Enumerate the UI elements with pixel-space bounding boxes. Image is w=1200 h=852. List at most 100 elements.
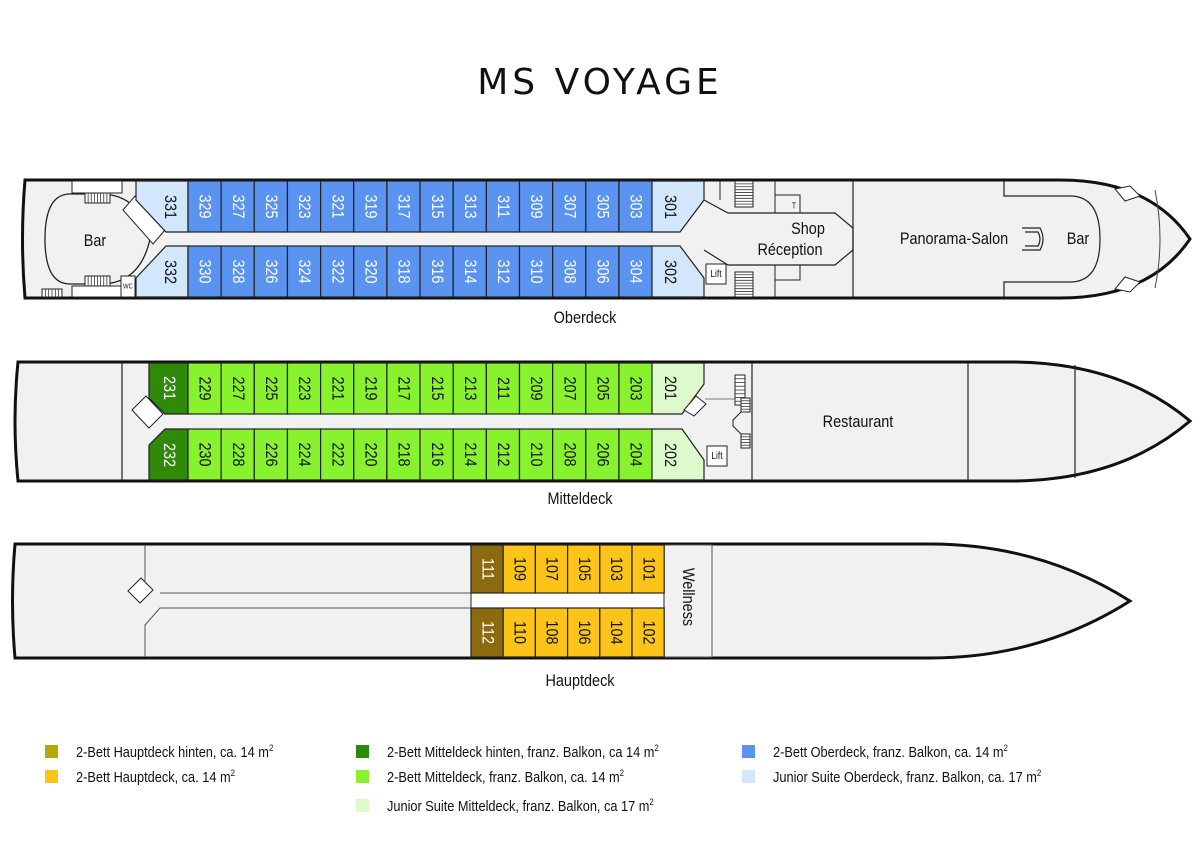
cabin-number: 329 (195, 194, 213, 218)
cabin-number: 223 (295, 376, 313, 400)
cabin-228: 228 (220, 428, 255, 481)
cabin-number: 319 (361, 194, 379, 218)
legend-swatch (45, 745, 58, 759)
legend-swatch (356, 745, 369, 759)
cabin-number: 316 (427, 259, 445, 283)
cabin-227: 227 (220, 362, 255, 415)
deck-label-mitteldeck: Mitteldeck (547, 489, 613, 508)
cabin-204: 204 (618, 428, 653, 481)
room-bar-aft: Bar (84, 232, 106, 250)
legend-item-mitteldeck-hinten: 2-Bett Mitteldeck hinten, franz. Balkon,… (356, 743, 696, 761)
cabin-202 (651, 428, 705, 481)
cabin-103: 103 (599, 544, 633, 594)
stairs-icon (131, 395, 164, 429)
cabin-number: 111 (478, 558, 496, 580)
cabin-332 (135, 245, 189, 298)
cabin-214: 214 (452, 428, 487, 481)
cabin-221: 221 (320, 362, 355, 415)
cabin-314: 314 (452, 245, 487, 298)
cabin-number: 331 (161, 195, 179, 219)
cabin-number: 204 (626, 442, 644, 466)
cabin-215: 215 (419, 362, 454, 415)
cabin-number: 332 (161, 260, 179, 284)
legend-swatch (742, 745, 755, 759)
cabin-number: 303 (626, 194, 644, 218)
bar-counter-icon (1022, 227, 1044, 251)
cabin-307: 307 (552, 180, 587, 233)
cabin-number: 304 (626, 259, 644, 283)
cabin-105: 105 (566, 544, 601, 594)
cabin-324: 324 (286, 245, 322, 298)
cabin-number: 306 (593, 259, 611, 283)
cabin-219: 219 (353, 362, 388, 415)
cabin-number: 217 (394, 376, 412, 400)
cabin-number: 322 (328, 259, 346, 283)
cabin-number: 104 (607, 620, 625, 644)
cabin-number: 310 (527, 259, 545, 283)
room-wellness: Wellness (679, 568, 697, 626)
cabin-number: 218 (394, 442, 412, 466)
cabin-number: 208 (560, 442, 578, 466)
cabin-number: 313 (461, 194, 479, 218)
cabin-318: 318 (386, 245, 421, 298)
cabin-number: 106 (575, 620, 593, 644)
cabin-number: 225 (262, 376, 280, 400)
cabin-number: 109 (510, 557, 528, 581)
cabin-number: 328 (229, 259, 247, 283)
cabin-number: 214 (461, 442, 479, 466)
cabin-320: 320 (353, 245, 388, 298)
cabin-number: 320 (361, 259, 379, 283)
stairs-icon (734, 180, 754, 208)
cabin-number: 227 (229, 376, 247, 400)
deck-label-hauptdeck: Hauptdeck (545, 671, 615, 690)
room-shop: Shop (791, 220, 825, 238)
room-lift: Lift (711, 451, 723, 462)
cabin-104: 104 (599, 607, 633, 658)
cabin-208: 208 (552, 428, 587, 481)
cabin-number: 108 (542, 620, 560, 644)
cabin-101: 101 (631, 544, 665, 594)
legend-swatch (356, 770, 369, 784)
page-title: MS VOYAGE (477, 62, 723, 103)
cabin-number: 325 (262, 194, 280, 218)
cabin-number: 312 (494, 259, 512, 283)
legend-item-hauptdeck: 2-Bett Hauptdeck, ca. 14 m2 (45, 768, 257, 786)
cabin-number: 330 (195, 259, 213, 283)
cabin-number: 207 (560, 376, 578, 400)
cabin-109: 109 (502, 544, 537, 594)
deck-hauptdeck: Wellness11111210911010710810510610310410… (11, 542, 1133, 660)
cabin-110: 110 (502, 607, 537, 658)
cabin-number: 305 (593, 194, 611, 218)
cabin-number: 211 (494, 377, 512, 400)
cabin-331 (135, 180, 189, 233)
stairs-icon (84, 275, 111, 287)
cabin-325: 325 (253, 180, 289, 233)
legend-item-oberdeck-suite: Junior Suite Oberdeck, franz. Balkon, ca… (742, 768, 1078, 786)
legend-item-mitteldeck-suite: Junior Suite Mitteldeck, franz. Balkon, … (356, 797, 690, 815)
cabin-number: 315 (427, 194, 445, 218)
cabin-207: 207 (552, 362, 587, 415)
room-lift: Lift (710, 269, 722, 280)
anchor-winch-icon (1114, 185, 1141, 202)
room-restaurant: Restaurant (823, 413, 894, 431)
cabin-206: 206 (585, 428, 620, 481)
cabin-231 (148, 362, 189, 415)
cabin-217: 217 (386, 362, 421, 415)
cabin-number: 213 (461, 376, 479, 400)
cabin-305: 305 (585, 180, 620, 233)
deck-oberdeck: BarWC33133232933032732832532632332432132… (21, 178, 1192, 300)
cabin-number: 314 (461, 259, 479, 283)
cabin-number: 318 (394, 259, 412, 283)
cabin-108: 108 (534, 607, 569, 658)
room-t: T (792, 201, 797, 211)
cabin-number: 102 (639, 620, 657, 644)
stairs-icon (41, 288, 63, 298)
cabin-number: 228 (229, 442, 247, 466)
cabin-302 (651, 245, 705, 298)
cabin-304: 304 (618, 245, 653, 298)
cabin-number: 206 (593, 442, 611, 466)
cabin-number: 230 (195, 442, 213, 466)
cabin-230: 230 (187, 428, 222, 481)
room-wc: WC (123, 283, 133, 291)
stairs-icon (84, 192, 111, 204)
